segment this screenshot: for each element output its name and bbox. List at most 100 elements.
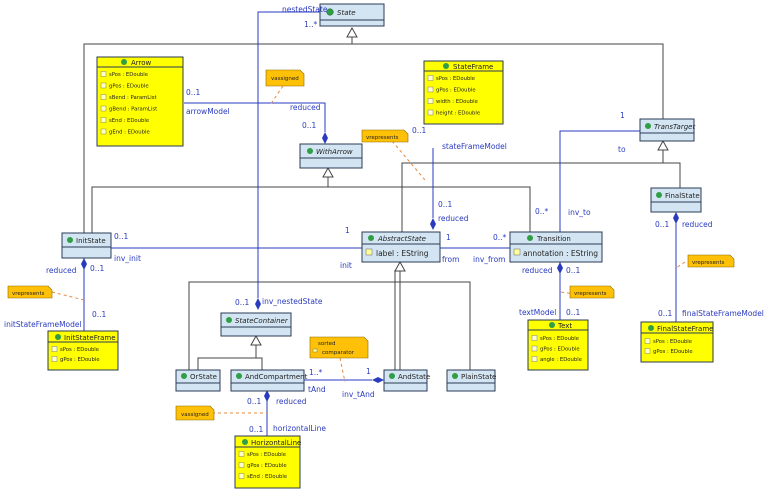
svg-text:1..*: 1..*: [309, 368, 323, 377]
svg-text:0..1: 0..1: [412, 126, 427, 135]
note-vrepresents-3: vrepresents: [569, 285, 615, 299]
svg-text:reduced: reduced: [276, 397, 307, 406]
svg-text:0..*: 0..*: [493, 233, 507, 242]
svg-text:Transition: Transition: [536, 235, 571, 243]
svg-text:comparator: comparator: [322, 350, 355, 356]
svg-text:1..*: 1..*: [304, 20, 318, 29]
attribute-text-0: sPos : EDouble: [540, 336, 579, 342]
eattribute-icon: [100, 82, 107, 89]
eclass-icon: [242, 439, 248, 445]
eattribute-icon: [427, 109, 434, 116]
svg-text:State: State: [337, 9, 356, 17]
eattribute-icon: [51, 346, 58, 352]
svg-text:stateFrameModel: stateFrameModel: [442, 142, 507, 151]
svg-text:vassigned: vassigned: [271, 76, 299, 82]
class-andstate[interactable]: AndState: [383, 369, 430, 392]
svg-text:1: 1: [620, 111, 625, 120]
svg-text:0..1: 0..1: [658, 309, 673, 318]
eclass-icon: [55, 334, 61, 340]
attribute-finalStateFrame-0: sPos : EDouble: [653, 339, 692, 345]
eattribute-icon: [100, 94, 107, 100]
attribute-arrow-1: gPos : EDouble: [109, 84, 149, 90]
eattribute-icon: [531, 335, 538, 341]
svg-text:sorted: sorted: [318, 341, 336, 347]
attribute-stateframe-1: gPos : EDouble: [436, 88, 476, 94]
svg-text:StateContainer: StateContainer: [235, 317, 289, 325]
eattribute-icon: [51, 356, 58, 362]
class-initstate[interactable]: InitState: [61, 232, 112, 259]
svg-text:PlainState: PlainState: [461, 373, 496, 381]
attribute-stateframe-3: height : EDouble: [436, 111, 480, 117]
eclass-icon: [389, 373, 395, 379]
svg-text:reduced: reduced: [438, 214, 469, 223]
class-initstateframe[interactable]: InitStateFrame sPos : EDouble gPos : EDou…: [47, 330, 119, 371]
class-transtarget[interactable]: TransTarget: [639, 118, 695, 142]
svg-text:0..1: 0..1: [247, 397, 262, 406]
svg-text:0..1: 0..1: [655, 220, 670, 229]
class-abstractstate[interactable]: AbstractState label : EString: [361, 231, 441, 263]
class-plainstate[interactable]: PlainState: [446, 369, 496, 392]
eclass-icon: [121, 59, 127, 65]
class-orstate[interactable]: OrState: [175, 369, 221, 392]
association-labels: nestedState 1..* 0..1 arrowModel reduced…: [4, 5, 764, 434]
svg-text:vrepresents: vrepresents: [12, 291, 45, 297]
svg-text:label : EString: label : EString: [376, 249, 429, 258]
svg-text:annotation : EString: annotation : EString: [523, 249, 598, 258]
attribute-horizontalLine-1: gPos : EDouble: [247, 463, 287, 469]
eclass-icon: [452, 373, 458, 379]
eattribute-icon: [427, 98, 434, 104]
class-finalstate[interactable]: FinalState: [650, 187, 702, 213]
attribute-horizontalLine-0: sPos : EDouble: [247, 452, 286, 458]
attribute-finalStateFrame-1: gPos : EDouble: [653, 349, 693, 355]
note-vassigned-2: vassigned: [175, 405, 215, 421]
eattribute-icon: [644, 348, 651, 354]
eattribute-icon: [644, 338, 651, 344]
svg-text:AndState: AndState: [398, 373, 430, 381]
svg-text:OrState: OrState: [190, 373, 217, 381]
class-andcompartment[interactable]: AndCompartment: [230, 369, 308, 392]
class-state[interactable]: State: [319, 3, 385, 27]
svg-text:reduced: reduced: [46, 266, 77, 275]
eattribute-icon: [238, 462, 245, 468]
eclass-icon: [226, 317, 232, 323]
eclass-icon: [307, 148, 313, 154]
svg-text:reduced: reduced: [290, 103, 321, 112]
svg-text:1: 1: [366, 367, 371, 376]
class-statecontainer[interactable]: StateContainer: [220, 312, 292, 337]
svg-text:Text: Text: [557, 322, 572, 330]
svg-text:vassigned: vassigned: [181, 412, 209, 418]
composition-diamonds: [81, 132, 679, 402]
eclass-icon: [656, 192, 662, 198]
inheritance-arrowheads: [250, 26, 669, 346]
eclass-icon: [326, 8, 334, 16]
eclass-icon: [648, 325, 654, 331]
class-witharrow[interactable]: WithArrow: [299, 143, 363, 169]
note-vassigned-1: vassigned: [265, 69, 305, 87]
svg-text:from: from: [442, 255, 459, 264]
attribute-stateframe-0: sPos : EDouble: [436, 76, 475, 82]
svg-text:Arrow: Arrow: [131, 59, 152, 67]
eattribute-icon: [238, 473, 245, 479]
svg-text:init: init: [340, 261, 352, 270]
attribute-horizontalLine-2: sEnd : EDouble: [247, 474, 287, 480]
svg-text:nestedState: nestedState: [282, 5, 328, 14]
svg-text:textModel: textModel: [519, 308, 556, 317]
svg-text:finalStateFrameModel: finalStateFrameModel: [682, 309, 764, 318]
attribute-text-1: gPos : EDouble: [540, 347, 580, 353]
attribute-initStateFrame-0: sPos : EDouble: [60, 347, 99, 353]
svg-text:inv_from: inv_from: [473, 255, 505, 264]
svg-text:0..1: 0..1: [566, 308, 581, 317]
svg-text:InitStateFrame: InitStateFrame: [64, 334, 116, 342]
svg-text:InitState: InitState: [76, 237, 106, 245]
svg-text:reduced: reduced: [522, 266, 553, 275]
svg-text:vrepresents: vrepresents: [692, 260, 725, 266]
eattribute-icon: [100, 105, 107, 112]
attribute-initStateFrame-1: gPos : EDouble: [60, 357, 100, 363]
class-transition[interactable]: Transition annotation : EString: [509, 231, 603, 263]
